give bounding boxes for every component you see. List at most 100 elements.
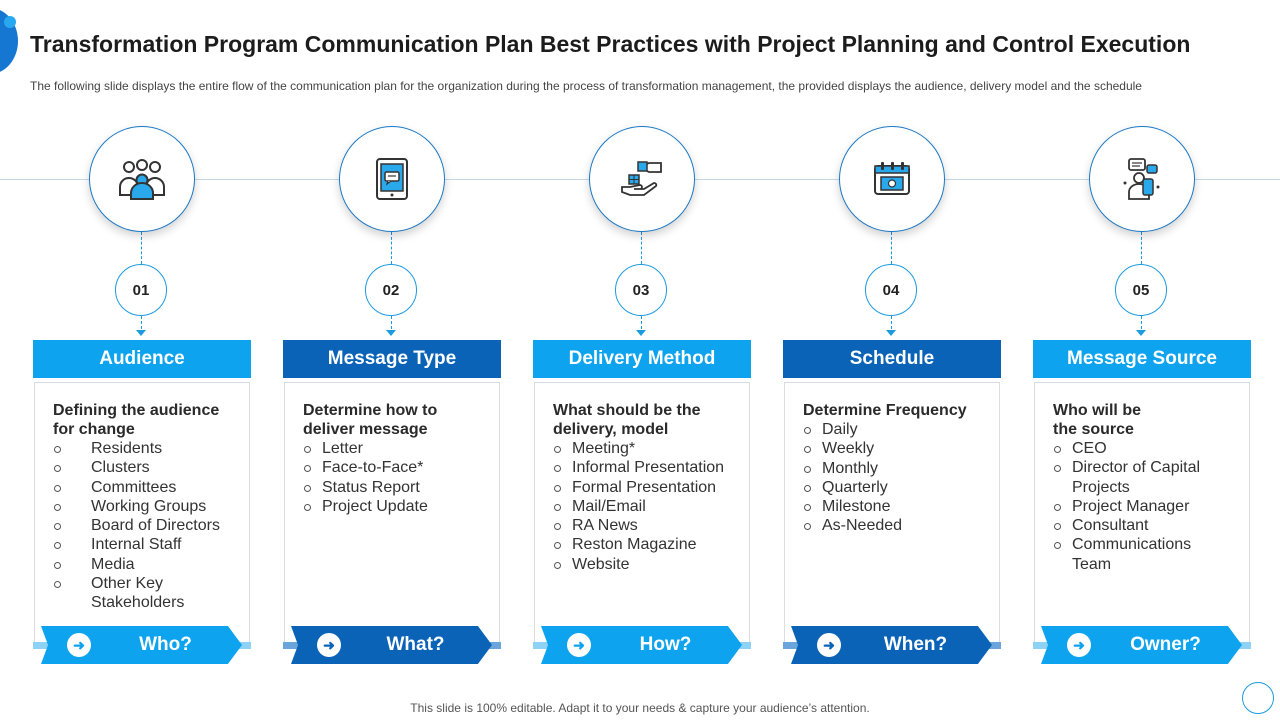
- list-item: Other Key Stakeholders: [53, 574, 191, 613]
- arrow-right-icon[interactable]: ➜: [817, 633, 841, 657]
- footer-label: When?: [883, 634, 948, 655]
- column-message-source: 05 Message Source Who will be the source…: [1033, 126, 1251, 666]
- item-list: Daily Weekly Monthly Quarterly Milestone…: [803, 420, 995, 536]
- arrow-right-icon[interactable]: ➜: [1067, 633, 1091, 657]
- column-header: Message Type: [283, 340, 501, 378]
- list-item: Consultant: [1053, 516, 1245, 535]
- page-subtitle: The following slide displays the entire …: [30, 79, 1142, 93]
- list-item: Monthly: [803, 459, 995, 478]
- column-schedule: 04 Schedule Determine Frequency Daily We…: [783, 126, 1001, 666]
- people-group-icon: [119, 159, 165, 200]
- slide-nav-circle[interactable]: [1242, 682, 1274, 714]
- list-item: Milestone: [803, 497, 995, 516]
- step-number: 03: [615, 264, 667, 316]
- content-card: Determine Frequency Daily Weekly Monthly…: [784, 382, 1000, 648]
- arrow-down-icon: [886, 330, 896, 336]
- footer-arrow-banner: ➜ Owner?: [1041, 626, 1242, 664]
- connector-dashed: [391, 316, 392, 334]
- footer-arrow-banner: ➜ When?: [791, 626, 992, 664]
- list-item: Letter: [303, 439, 495, 458]
- corner-decoration-dot: [4, 16, 16, 28]
- column-header: Delivery Method: [533, 340, 751, 378]
- list-item: Internal Staff: [53, 535, 245, 554]
- step-number: 02: [365, 264, 417, 316]
- connector-dashed: [891, 316, 892, 334]
- arrow-right-icon[interactable]: ➜: [567, 633, 591, 657]
- tablet-message-icon: [376, 158, 408, 200]
- hand-delivery-icon: [621, 161, 662, 196]
- arrow-down-icon: [386, 330, 396, 336]
- step-number: 01: [115, 264, 167, 316]
- connector-dashed: [641, 316, 642, 334]
- arrow-down-icon: [136, 330, 146, 336]
- list-item: Communications Team: [1053, 535, 1212, 574]
- card-heading: Determine Frequency: [803, 402, 967, 419]
- column-message-type: 02 Message Type Determine how to deliver…: [283, 126, 501, 666]
- card-heading: Determine how to deliver message: [303, 402, 438, 438]
- person-chat-icon: [1123, 158, 1160, 200]
- icon-circle: [339, 126, 445, 232]
- content-card: Defining the audience for change Residen…: [34, 382, 250, 648]
- list-item: Mail/Email: [553, 497, 745, 516]
- icon-circle: [839, 126, 945, 232]
- footer-arrow-banner: ➜ Who?: [41, 626, 242, 664]
- icon-circle: [1089, 126, 1195, 232]
- item-list: CEO Director of Capital Projects Project…: [1053, 439, 1245, 574]
- list-item: Meeting*: [553, 439, 745, 458]
- list-item: Clusters: [53, 458, 245, 477]
- list-item: Director of Capital Projects: [1053, 458, 1222, 497]
- step-number: 05: [1115, 264, 1167, 316]
- arrow-right-icon[interactable]: ➜: [317, 633, 341, 657]
- list-item: Informal Presentation: [553, 458, 745, 477]
- connector-dashed: [641, 232, 642, 264]
- list-item: Status Report: [303, 478, 495, 497]
- card-heading: What should be the delivery, model: [553, 402, 701, 438]
- list-item: Daily: [803, 420, 995, 439]
- column-delivery-method: 03 Delivery Method What should be the de…: [533, 126, 751, 666]
- footer-label: What?: [386, 634, 445, 655]
- list-item: Media: [53, 555, 245, 574]
- list-item: Project Update: [303, 497, 495, 516]
- list-item: RA News: [553, 516, 745, 535]
- step-number: 04: [865, 264, 917, 316]
- arrow-right-icon[interactable]: ➜: [67, 633, 91, 657]
- connector-dashed: [141, 316, 142, 334]
- item-list: Meeting* Informal Presentation Formal Pr…: [553, 439, 745, 574]
- arrow-down-icon: [636, 330, 646, 336]
- arrow-down-icon: [1136, 330, 1146, 336]
- card-heading: Defining the audience for change: [53, 402, 220, 438]
- item-list: Letter Face-to-Face* Status Report Proje…: [303, 439, 495, 516]
- connector-dashed: [1141, 232, 1142, 264]
- page-title: Transformation Program Communication Pla…: [30, 31, 1191, 57]
- list-item: Working Groups: [53, 497, 245, 516]
- column-header: Schedule: [783, 340, 1001, 378]
- content-card: Determine how to deliver message Letter …: [284, 382, 500, 648]
- list-item: CEO: [1053, 439, 1245, 458]
- connector-dashed: [891, 232, 892, 264]
- list-item: Board of Directors: [53, 516, 245, 535]
- connector-dashed: [141, 232, 142, 264]
- list-item: Committees: [53, 478, 245, 497]
- item-list: Residents Clusters Committees Working Gr…: [53, 439, 245, 613]
- footer-note: This slide is 100% editable. Adapt it to…: [410, 701, 870, 715]
- list-item: Reston Magazine: [553, 535, 745, 554]
- footer-arrow-banner: ➜ How?: [541, 626, 742, 664]
- icon-circle: [589, 126, 695, 232]
- list-item: Weekly: [803, 439, 995, 458]
- column-header: Message Source: [1033, 340, 1251, 378]
- list-item: Formal Presentation: [553, 478, 745, 497]
- footer-label: Who?: [139, 634, 192, 655]
- list-item: Residents: [53, 439, 245, 458]
- column-audience: 01 Audience Defining the audience for ch…: [33, 126, 251, 666]
- list-item: As-Needed: [803, 516, 995, 535]
- footer-arrow-banner: ➜ What?: [291, 626, 492, 664]
- footer-label: Owner?: [1130, 634, 1201, 655]
- icon-circle: [89, 126, 195, 232]
- list-item: Quarterly: [803, 478, 995, 497]
- content-card: What should be the delivery, model Meeti…: [534, 382, 750, 648]
- footer-label: How?: [639, 634, 692, 655]
- connector-dashed: [1141, 316, 1142, 334]
- list-item: Project Manager: [1053, 497, 1245, 516]
- list-item: Website: [553, 555, 745, 574]
- content-card: Who will be the source CEO Director of C…: [1034, 382, 1250, 648]
